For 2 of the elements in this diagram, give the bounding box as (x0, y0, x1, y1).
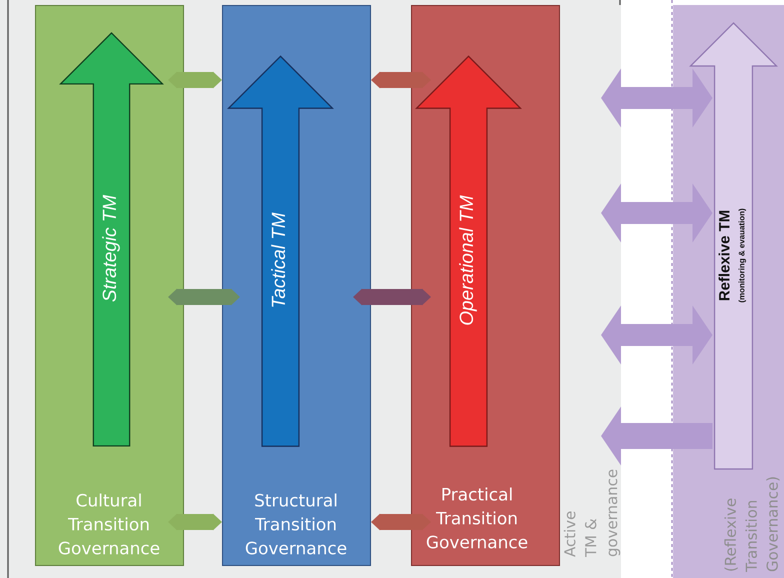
band: Active TM & governance (562, 5, 621, 578)
node-label: Active TM & governance (564, 470, 620, 558)
